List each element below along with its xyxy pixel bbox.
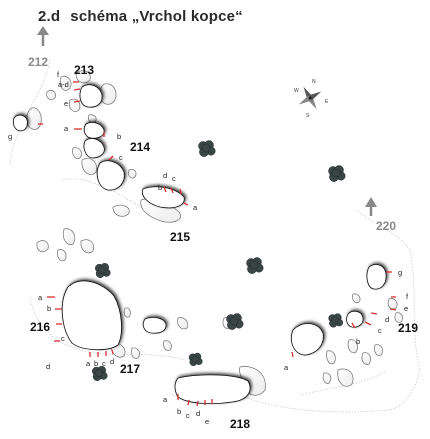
route-point-label: e bbox=[404, 304, 408, 313]
route-point-label: b bbox=[47, 304, 51, 313]
route-point-label: a bbox=[193, 203, 198, 212]
route-point-label: d bbox=[46, 362, 50, 371]
title-number: 2.d bbox=[38, 8, 61, 25]
route-markers bbox=[38, 81, 397, 407]
compass-s: S bbox=[306, 113, 310, 119]
exit-arrow-212 bbox=[37, 26, 49, 46]
route-point-labels: f a-d e g a b c d c b a a b c d a b c d … bbox=[8, 70, 409, 426]
trails bbox=[9, 59, 421, 413]
exit-arrow-220 bbox=[365, 197, 377, 216]
route-point-label: a bbox=[284, 363, 289, 372]
route-point-label: b bbox=[94, 359, 98, 368]
route-point-label: c bbox=[119, 153, 123, 162]
route-point-label: g bbox=[398, 268, 402, 277]
route-point-label: b bbox=[158, 183, 162, 192]
route-point-label: c bbox=[378, 326, 382, 335]
route-point-label: c bbox=[61, 334, 65, 343]
route-label-214: 214 bbox=[130, 140, 150, 154]
route-point-label: f bbox=[57, 70, 60, 79]
compass-rose-icon bbox=[298, 86, 322, 110]
route-point-label: e bbox=[64, 99, 68, 108]
route-label-219: 219 bbox=[398, 321, 418, 335]
route-point-label: a-d bbox=[58, 80, 69, 89]
exit-label-220: 220 bbox=[376, 219, 396, 233]
route-point-label: a bbox=[86, 359, 91, 368]
main-boulders bbox=[13, 84, 387, 404]
route-point-label: c bbox=[102, 359, 106, 368]
route-point-label: a bbox=[163, 395, 168, 404]
compass-n: N bbox=[312, 79, 316, 85]
route-point-label: c bbox=[172, 174, 176, 183]
route-label-215: 215 bbox=[170, 230, 190, 244]
background-boulders bbox=[26, 70, 404, 396]
route-numbers: 213 214 215 216 217 218 219 bbox=[30, 63, 418, 431]
route-label-213: 213 bbox=[74, 63, 94, 77]
route-point-label: a bbox=[64, 124, 69, 133]
route-point-label: g bbox=[8, 132, 12, 141]
route-label-217: 217 bbox=[120, 362, 140, 376]
route-point-label: c bbox=[186, 411, 190, 420]
route-point-label: b bbox=[117, 132, 121, 141]
route-point-label: d bbox=[163, 171, 167, 180]
route-point-label: d bbox=[196, 409, 200, 418]
route-label-216: 216 bbox=[30, 320, 50, 334]
compass-e: E bbox=[325, 99, 329, 105]
route-point-label: d bbox=[385, 315, 389, 324]
title-text: schéma „Vrchol kopce“ bbox=[70, 8, 243, 25]
route-label-218: 218 bbox=[230, 417, 250, 431]
exit-label-212: 212 bbox=[28, 55, 48, 69]
route-point-label: f bbox=[406, 292, 409, 301]
compass-w: W bbox=[294, 88, 299, 94]
diagram-title: 2.d schéma „Vrchol kopce“ bbox=[38, 8, 243, 25]
route-point-label: b bbox=[356, 337, 360, 346]
route-point-label: e bbox=[205, 417, 209, 426]
route-point-label: a bbox=[38, 293, 43, 302]
route-point-label: b bbox=[177, 407, 181, 416]
route-point-label: d bbox=[110, 357, 114, 366]
